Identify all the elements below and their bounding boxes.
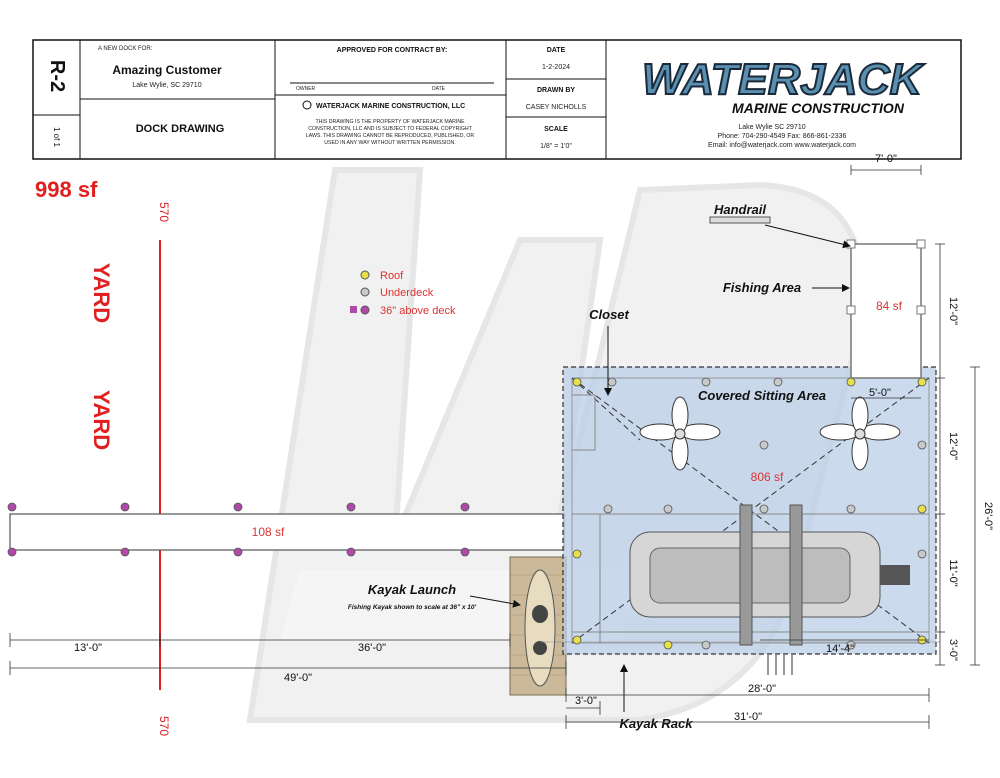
owner-date-label: DATE — [432, 86, 446, 92]
walkway — [9, 513, 565, 551]
scale-value: 1/8" = 1'0" — [540, 143, 572, 150]
title-block: R-2 1 of 1 A NEW DOCK FOR: Amazing Custo… — [32, 39, 962, 160]
copyright-icon — [302, 100, 312, 110]
walkway-posts — [7, 502, 470, 557]
kayak-hatch — [533, 641, 547, 655]
elevation-bottom: 570 — [157, 716, 171, 736]
dim-28-0: 28'-0" — [748, 683, 776, 695]
legend-above-deck-label: 36" above deck — [380, 305, 456, 317]
legend-roof-label: Roof — [380, 270, 404, 282]
yard-label-bottom: YARD — [89, 390, 114, 450]
copyright-text-4: USED IN ANY WAY WITHOUT WRITTEN PERMISSI… — [324, 140, 455, 146]
dim-14-4: 14'-4" — [826, 643, 854, 655]
kayak-launch-arrow — [469, 595, 521, 608]
covered-deck — [540, 366, 940, 675]
company-logo: WATERJACK — [642, 55, 925, 104]
kayak-rack-label: Kayak Rack — [620, 716, 694, 731]
owner-label: OWNER — [296, 86, 316, 92]
copyright-text-1: THIS DRAWING IS THE PROPERTY OF WATERJAC… — [315, 119, 465, 125]
dim-13-0: 13'-0" — [74, 642, 102, 654]
date-label: DATE — [547, 47, 566, 54]
closet-label: Closet — [589, 307, 629, 322]
date-value: 1-2-2024 — [542, 64, 570, 71]
company-phone: Phone: 704-290-4549 Fax: 866-861-2336 — [718, 133, 847, 140]
approved-label: APPROVED FOR CONTRACT BY: — [337, 47, 448, 54]
drawn-by-value: CASEY NICHOLLS — [526, 104, 587, 111]
dim-7-0: 7'-0" — [875, 153, 897, 165]
kayak-launch-label: Kayak Launch — [368, 582, 456, 597]
handrail-label: Handrail — [714, 202, 766, 217]
dim-26-0: 26'-0" — [982, 502, 994, 530]
legend-underdeck-label: Underdeck — [380, 287, 434, 299]
drawn-by-label: DRAWN BY — [537, 87, 575, 94]
legend-roof-marker — [360, 270, 370, 280]
dim-36-0: 36'-0" — [358, 642, 386, 654]
ceiling-fan-right — [819, 396, 901, 471]
dim-31-0: 31'-0" — [734, 711, 762, 723]
handrail-arrow — [764, 224, 851, 249]
fishing-area-size: 84 sf — [876, 299, 903, 313]
dim-12-0-fishing: 12'-0" — [947, 297, 959, 325]
covered-area: 806 sf — [751, 470, 784, 484]
dim-5-0: 5'-0" — [869, 387, 891, 399]
company-subtitle: MARINE CONSTRUCTION — [732, 100, 905, 116]
dim-3-0-bottom: 3'-0" — [575, 695, 597, 707]
dim-49-0: 49'-0" — [284, 672, 312, 684]
dimension-lines — [9, 165, 980, 729]
total-area: 998 sf — [35, 177, 98, 202]
copyright-text-3: LAWS. THIS DRAWING CANNOT BE REPRODUCED,… — [306, 133, 475, 139]
fishing-area — [846, 239, 926, 379]
yard-label-top: YARD — [89, 263, 114, 323]
customer-name: Amazing Customer — [112, 63, 222, 77]
walkway-area: 108 sf — [252, 525, 285, 539]
ceiling-fan-left — [639, 396, 721, 471]
legend-above-deck-square — [350, 306, 357, 313]
customer-location: Lake Wylie, SC 29710 — [132, 82, 201, 89]
new-dock-for-label: A NEW DOCK FOR: — [98, 46, 153, 52]
kayak-launch — [509, 556, 567, 696]
handrail-sample — [709, 216, 771, 224]
elevation-top: 570 — [157, 202, 171, 222]
kayak-shape — [524, 569, 556, 687]
closet-outline — [572, 394, 596, 451]
outboard-motor — [880, 565, 910, 585]
legend-underdeck-marker — [360, 287, 370, 297]
kayak-seat — [532, 605, 548, 623]
company-email: Email: info@waterjack.com www.waterjack.… — [708, 142, 856, 149]
dim-11-0: 11'-0" — [947, 559, 959, 586]
sheet-of: 1 of 1 — [52, 127, 61, 148]
copyright-text-2: CONSTRUCTION, LLC AND IS SUBJECT TO FEDE… — [308, 126, 472, 132]
kayak-rack — [767, 655, 793, 675]
covered-sitting-label: Covered Sitting Area — [698, 388, 826, 403]
copyright-line: WATERJACK MARINE CONSTRUCTION, LLC — [316, 103, 465, 110]
kayak-note: Fishing Kayak shown to scale at 36" x 10… — [348, 604, 477, 611]
drawing-type: DOCK DRAWING — [136, 123, 225, 135]
scale-label: SCALE — [544, 126, 568, 133]
company-address: Lake Wylie SC 29710 — [738, 124, 805, 131]
legend: Roof Underdeck 36" above deck — [350, 270, 456, 317]
boat-lift — [629, 504, 910, 646]
dim-12-0-covered: 12'-0" — [947, 432, 959, 460]
legend-above-deck-marker — [360, 305, 370, 315]
roof-posts — [572, 377, 927, 650]
sheet-number: R-2 — [46, 60, 68, 92]
dim-3-0-right: 3'-0" — [947, 639, 959, 661]
fishing-area-label: Fishing Area — [723, 280, 801, 295]
